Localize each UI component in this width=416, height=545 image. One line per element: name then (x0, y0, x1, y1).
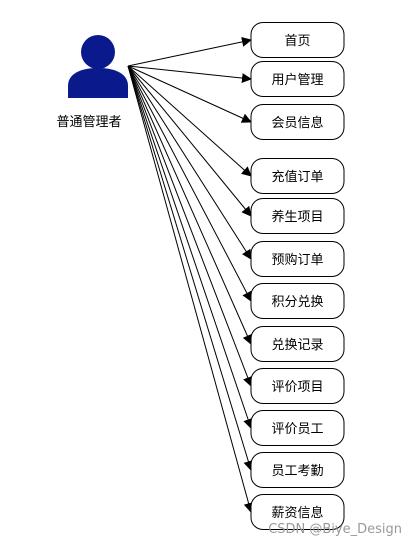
user-icon (68, 35, 128, 98)
module-box (250, 241, 345, 277)
arrow-to-module-12 (127, 65, 254, 513)
module-node-5: 养生项目 (250, 198, 345, 234)
module-label: 充值订单 (271, 169, 323, 185)
module-node-12: 薪资信息 (250, 494, 345, 530)
module-label: 兑换记录 (271, 338, 323, 353)
watermark: CSDN @Biye_Design (268, 522, 402, 537)
module-box (250, 283, 345, 319)
actor: 普通管理者 (56, 35, 128, 130)
module-box (250, 494, 345, 530)
module-node-4: 充值订单 (250, 158, 345, 194)
module-label: 首页 (284, 34, 310, 49)
arrow-to-module-2 (127, 65, 252, 84)
module-box (250, 326, 345, 362)
module-node-11: 员工考勤 (250, 452, 345, 488)
arrow-to-module-5 (127, 65, 252, 217)
arrow-to-module-9 (127, 65, 253, 387)
arrow-to-module-4 (127, 65, 252, 177)
module-label: 薪资信息 (271, 505, 323, 521)
arrow-to-module-11 (127, 65, 254, 471)
module-box (250, 198, 345, 234)
module-box (250, 22, 345, 58)
module-node-2: 用户管理 (250, 61, 345, 97)
module-box (250, 158, 345, 194)
module-node-7: 积分兑换 (250, 283, 345, 319)
module-box (250, 61, 345, 97)
module-label: 用户管理 (271, 72, 323, 88)
module-node-1: 首页 (250, 22, 345, 58)
arrow-to-module-10 (127, 65, 253, 429)
module-node-6: 预购订单 (250, 241, 345, 277)
arrow-to-module-8 (127, 65, 252, 345)
module-node-group: 首页用户管理会员信息充值订单养生项目预购订单积分兑换兑换记录评价项目评价员工员工… (250, 22, 345, 530)
module-label: 养生项目 (271, 209, 323, 225)
arrow-to-module-7 (127, 65, 252, 302)
actor-label: 普通管理者 (56, 115, 121, 130)
module-node-10: 评价员工 (250, 410, 345, 446)
module-label: 评价项目 (271, 380, 323, 395)
module-label: 员工考勤 (271, 464, 323, 479)
arrow-to-module-1 (127, 36, 252, 67)
module-label: 评价员工 (271, 422, 323, 437)
arrow-to-module-3 (127, 65, 252, 123)
module-node-8: 兑换记录 (250, 326, 345, 362)
module-node-9: 评价项目 (250, 368, 345, 404)
module-label: 积分兑换 (271, 295, 323, 310)
module-box (250, 452, 345, 488)
module-node-3: 会员信息 (250, 104, 345, 140)
module-label: 预购订单 (271, 252, 323, 268)
module-label: 会员信息 (271, 115, 323, 131)
module-box (250, 410, 345, 446)
arrow-group (127, 36, 254, 513)
arrow-to-module-6 (127, 65, 252, 260)
module-box (250, 104, 345, 140)
module-box (250, 368, 345, 404)
